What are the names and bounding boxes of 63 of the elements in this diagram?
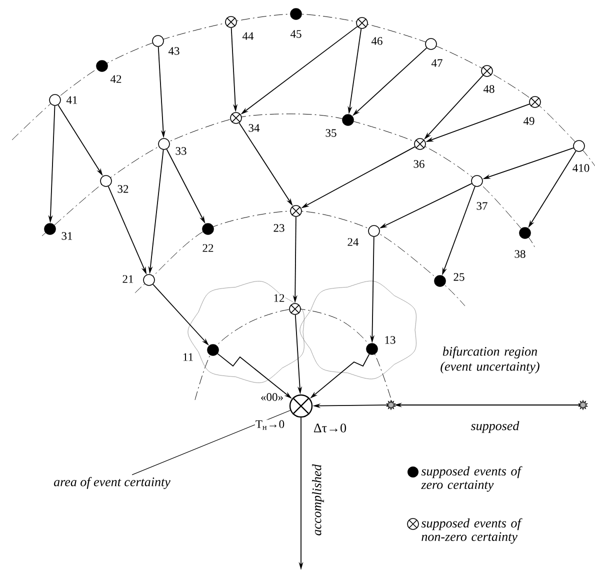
crossed-event-circle xyxy=(230,112,242,124)
event-number: 34 xyxy=(248,124,260,132)
edge-label: supposed xyxy=(470,421,520,433)
filled-event-circle xyxy=(207,344,219,356)
filled-event-circle xyxy=(290,8,302,20)
event-number: 36 xyxy=(414,160,424,168)
event-number: 49 xyxy=(523,117,534,125)
event-number: 33 xyxy=(176,147,186,155)
event-number: 35 xyxy=(326,129,336,137)
open-event-circle xyxy=(152,35,164,47)
open-event-circle xyxy=(49,94,61,106)
open-event-circle xyxy=(425,38,437,50)
caption-text: area of event certainty xyxy=(54,477,170,489)
filled-event-circle xyxy=(202,223,214,235)
event-number: 22 xyxy=(202,244,214,252)
crossed-event-circle xyxy=(414,138,426,150)
open-event-circle xyxy=(100,175,112,187)
filled-event-circle xyxy=(434,275,446,287)
crossed-event-circle xyxy=(289,394,313,418)
open-event-circle xyxy=(158,138,170,150)
open-event-circle xyxy=(471,175,483,187)
event-number: 37 xyxy=(476,202,488,210)
event-number: 42 xyxy=(110,75,122,83)
event-number: 47 xyxy=(431,59,442,67)
event-number: 11 xyxy=(183,353,193,361)
event-number: 46 xyxy=(371,37,382,45)
filled-event-circle xyxy=(44,223,56,235)
event-number: 13 xyxy=(385,336,396,344)
event-number: 25 xyxy=(454,273,464,281)
edge-label: accomplished xyxy=(312,464,324,536)
event-number: 44 xyxy=(242,32,254,40)
filled-event-circle xyxy=(342,114,354,126)
event-number: T$_{н}$→0 xyxy=(256,420,284,430)
edge-label: Δτ→0 xyxy=(314,424,346,432)
event-number: 41 xyxy=(66,96,78,104)
event-number: 24 xyxy=(348,238,359,246)
filled-event-circle xyxy=(366,343,378,355)
event-number: 32 xyxy=(118,185,128,193)
open-event-circle xyxy=(573,140,585,152)
open-event-circle xyxy=(368,225,380,237)
crossed-event-circle xyxy=(225,16,237,28)
event-number: 38 xyxy=(514,250,526,258)
crossed-event-circle xyxy=(290,205,302,217)
event-number: 45 xyxy=(290,30,302,38)
region-label: bifurcation region (event uncertainty) xyxy=(440,346,540,374)
open-event-circle xyxy=(143,274,155,286)
filled-event-circle xyxy=(519,227,531,239)
crossed-event-circle xyxy=(356,17,368,29)
legend-text: supposed events of non-zero certainty xyxy=(421,518,522,544)
event-number: 21 xyxy=(122,275,134,283)
legend-text: supposed events of zero certainty xyxy=(421,466,522,492)
event-number: 31 xyxy=(62,232,72,240)
crossed-event-circle xyxy=(529,96,541,108)
event-number: 410 xyxy=(572,164,590,172)
crossed-event-circle xyxy=(289,303,301,315)
event-number: 23 xyxy=(274,224,284,232)
leader-line xyxy=(132,410,291,476)
event-number: 12 xyxy=(274,294,284,302)
event-number: 43 xyxy=(168,47,180,55)
crossed-event-circle xyxy=(481,65,493,77)
event-number: 48 xyxy=(483,85,494,93)
event-number: «00» xyxy=(261,393,283,401)
filled-event-circle xyxy=(96,60,108,72)
